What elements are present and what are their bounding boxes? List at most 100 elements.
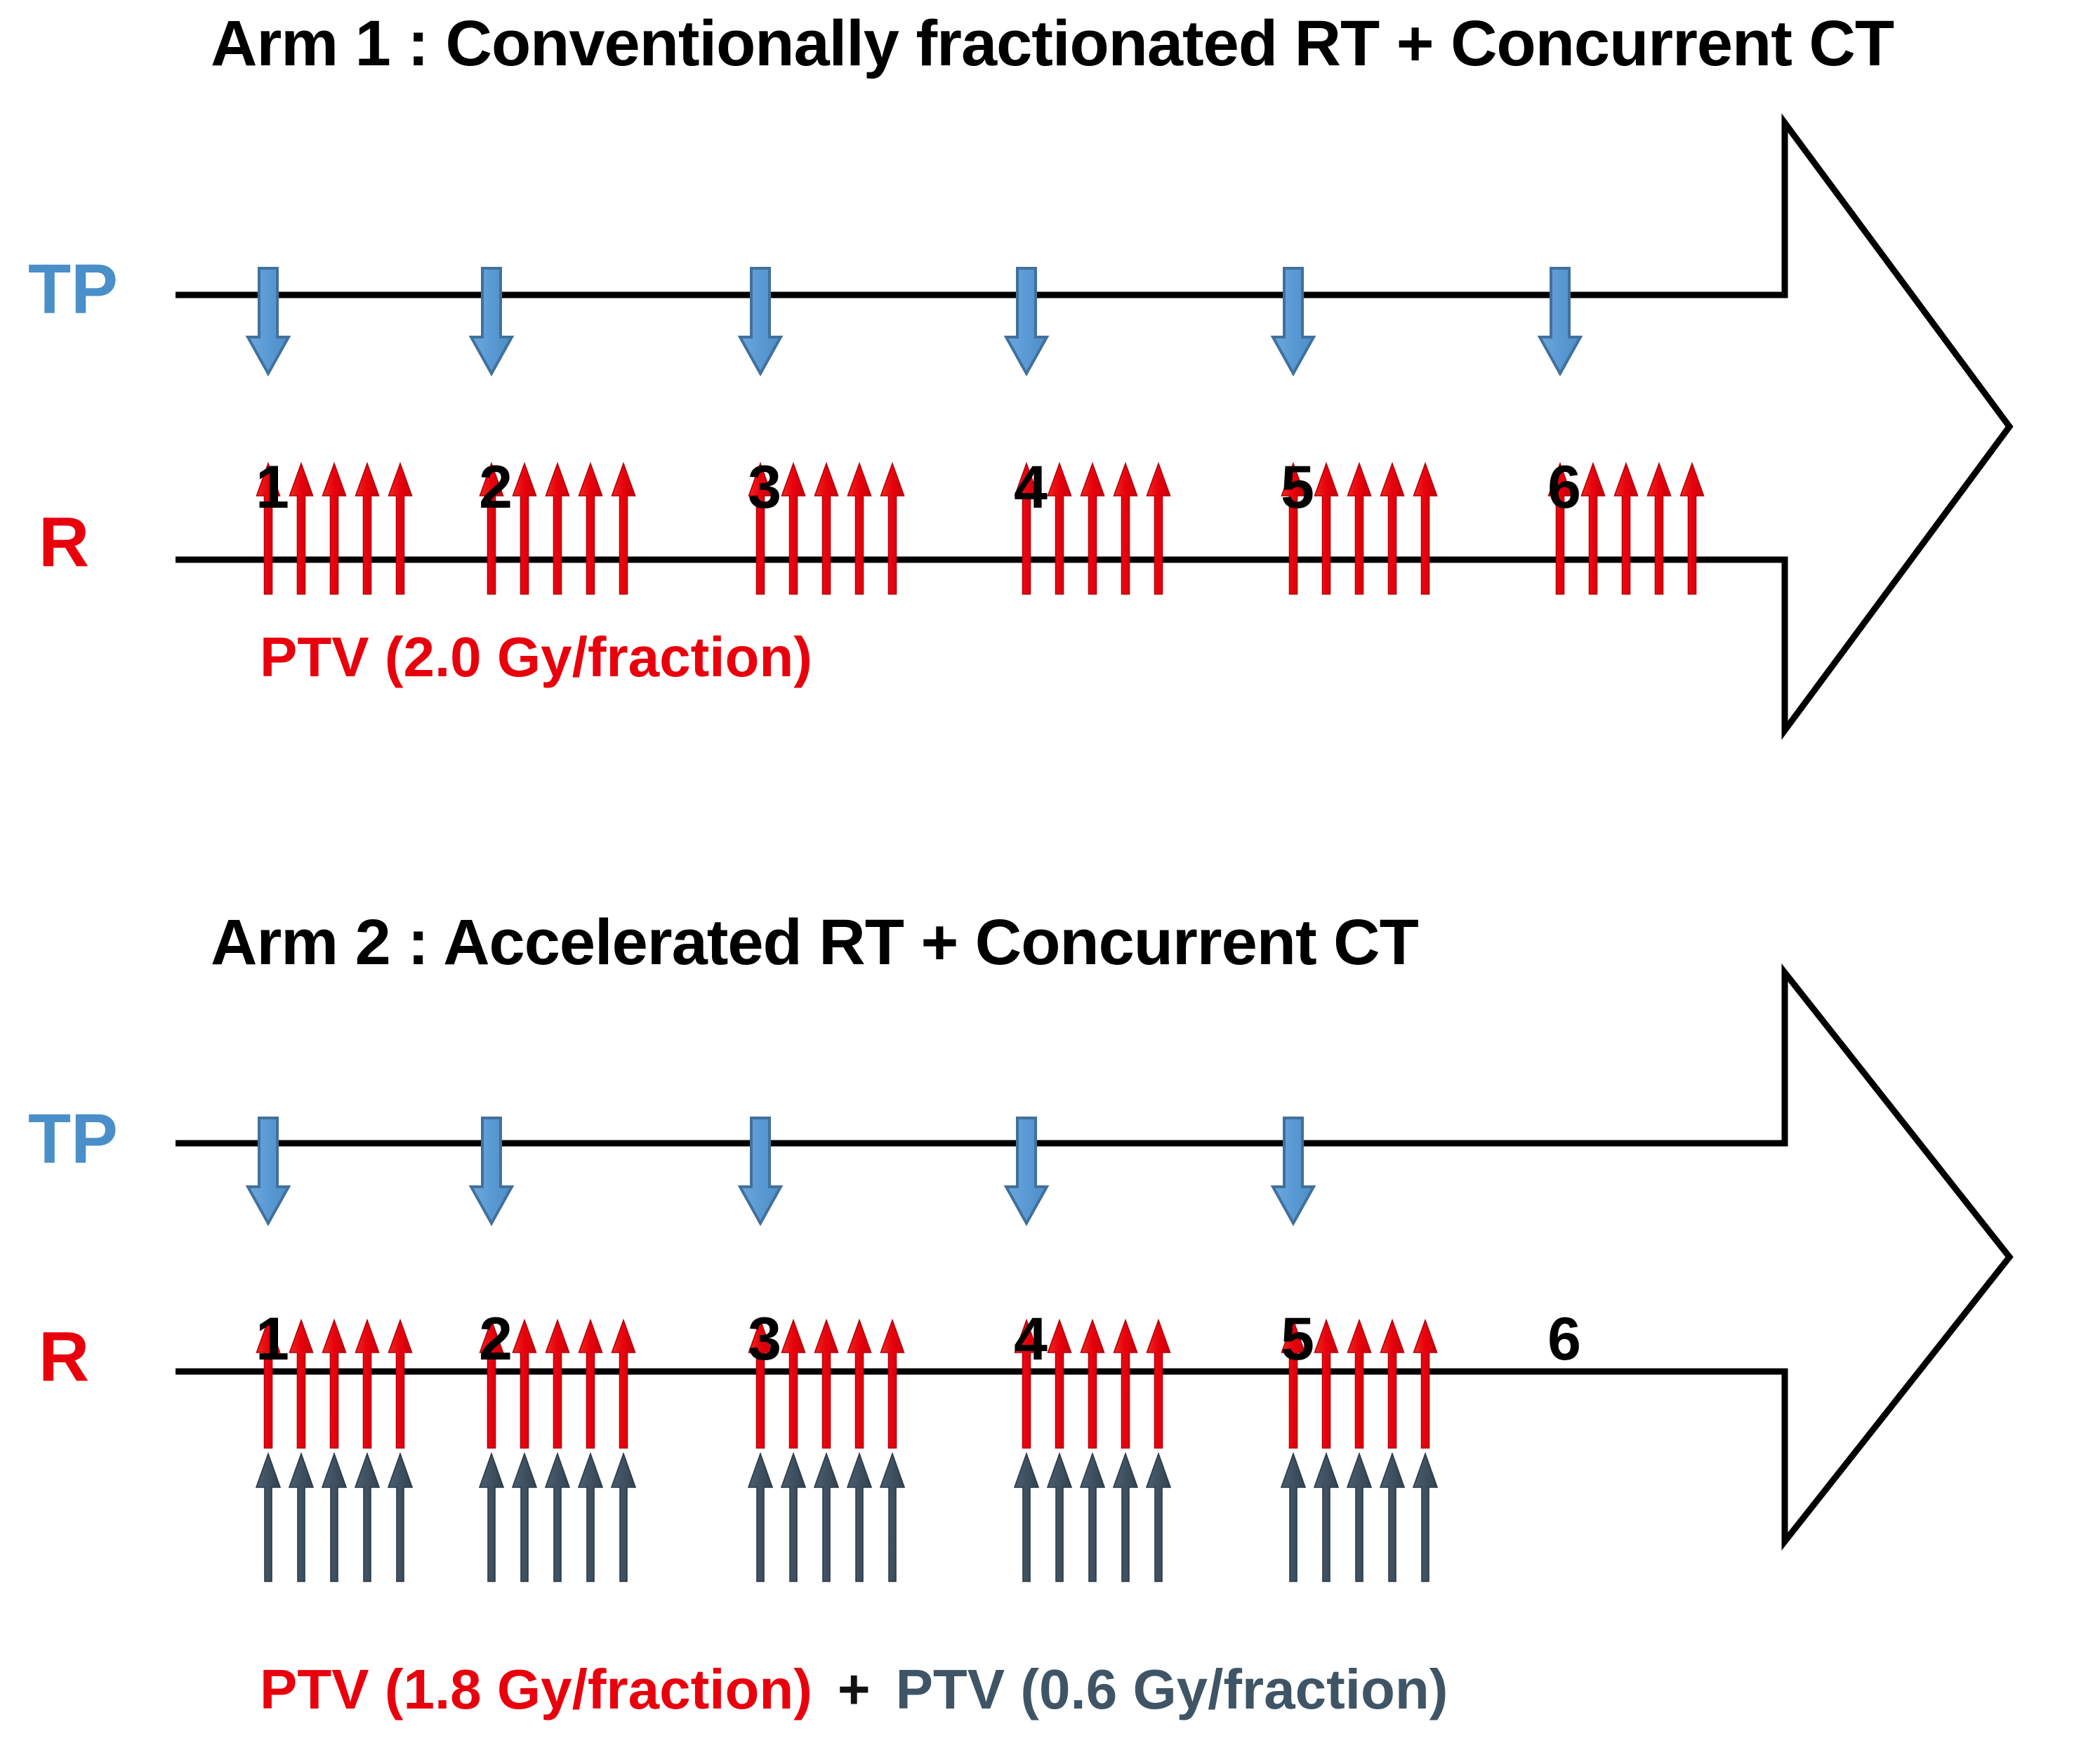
arm1-rt-arrow-w4-f4 [1113,461,1138,595]
arm2-rt-arrow-w3-f4 [847,1318,872,1449]
arm1-week-label-5: 5 [1281,454,1314,521]
arm2-boost-arrow-w1-f2 [288,1452,315,1582]
arm2-rt-arrow-w2-f4 [578,1318,603,1449]
arm2-boost-arrow-w1-f5 [387,1452,414,1582]
arm1-rt-arrow-w2-f3 [545,461,570,595]
arm2-week-label-5: 5 [1281,1305,1314,1373]
arm1-week-label-1: 1 [256,454,289,521]
arm2-ptv-plus-sign: + [837,1658,871,1720]
arm2-r-label: R [39,1317,90,1396]
arm2-boost-arrow-w4-f3 [1079,1452,1106,1582]
arm2-boost-arrow-w5-f3 [1346,1452,1373,1582]
arm2-boost-arrow-w2-f1 [478,1452,505,1582]
arm1-rt-arrow-w5-f4 [1380,461,1405,595]
arm2-rt-arrow-w1-f3 [322,1318,347,1449]
arm2-boost-arrow-w3-f2 [780,1452,807,1582]
arm2-tp-arrow-week-5 [1270,1117,1316,1227]
arm2-ptv-boost-caption: PTV (0.6 Gy/fraction) [895,1658,1448,1720]
arm2-tp-arrow-week-2 [468,1117,515,1227]
arm2-rt-arrow-w2-f2 [512,1318,537,1449]
arm2-tp-arrow-week-1 [245,1117,291,1227]
arm2-boost-arrow-w2-f2 [511,1452,538,1582]
arm1-rt-arrow-w6-f4 [1646,461,1672,595]
arm2-rt-arrow-w4-f2 [1047,1318,1072,1449]
arm2-boost-arrow-w3-f4 [846,1452,873,1582]
arm2-rt-arrow-w1-f2 [289,1318,314,1449]
arm2-tp-arrow-week-3 [737,1117,784,1227]
arm2-boost-arrow-w3-f3 [813,1452,840,1582]
arm1-rt-arrow-w4-f5 [1146,461,1171,595]
arm2-rt-arrow-w3-f5 [880,1318,905,1449]
arm2-rt-arrow-w4-f4 [1113,1318,1138,1449]
arm2-boost-arrow-w5-f1 [1280,1452,1307,1582]
arm2-boost-arrow-w1-f1 [255,1452,282,1582]
arm2-boost-arrow-w3-f1 [747,1452,774,1582]
arm1-rt-arrow-w2-f4 [578,461,603,595]
arm1-rt-arrow-w2-f5 [611,461,636,595]
arm1-rt-arrow-w5-f3 [1347,461,1372,595]
arm2-group [176,963,2014,1582]
arm1-rt-arrow-w3-f2 [781,461,806,595]
arm2-week-label-3: 3 [748,1305,781,1373]
arm2-title: Arm 2 : Accelerated RT + Concurrent CT [211,907,1419,978]
arm1-title: Arm 1 : Conventionally fractionated RT +… [211,8,1894,79]
arm1-rt-arrow-w6-f2 [1580,461,1606,595]
arm1-tp-arrow-week-3 [737,267,784,377]
arm2-boost-arrow-w2-f4 [577,1452,604,1582]
arm2-rt-arrow-w1-f5 [388,1318,413,1449]
arm1-ptv-caption: PTV (2.0 Gy/fraction) [260,626,812,688]
arm2-boost-arrow-w4-f1 [1013,1452,1040,1582]
arm2-timeline-arrow [176,963,2014,1551]
arm1-rt-arrow-w3-f3 [814,461,839,595]
arm2-rt-arrow-w5-f2 [1314,1318,1339,1449]
arm2-rt-arrow-w2-f5 [611,1318,636,1449]
arm2-boost-arrow-w2-f5 [610,1452,637,1582]
arm1-rt-arrow-w1-f2 [289,461,314,595]
arm2-week-label-2: 2 [479,1305,513,1373]
arm1-rt-arrow-w6-f5 [1679,461,1705,595]
arm2-boost-arrow-w4-f4 [1112,1452,1139,1582]
arm2-week-label-1: 1 [256,1305,289,1373]
arm1-tp-arrow-week-2 [468,267,515,377]
arm1-rt-arrow-w6-f3 [1613,461,1639,595]
arm2-rt-arrow-w5-f3 [1347,1318,1372,1449]
arm1-tp-arrow-week-4 [1003,267,1050,377]
arm2-boost-arrow-w1-f4 [354,1452,381,1582]
arm1-week-label-4: 4 [1014,454,1048,521]
arm2-rt-arrow-w2-f3 [545,1318,570,1449]
arm1-rt-arrow-w1-f4 [355,461,380,595]
arm2-rt-arrow-w5-f5 [1413,1318,1438,1449]
arm2-week-label-4: 4 [1014,1305,1048,1373]
arm2-boost-arrow-w1-f3 [321,1452,348,1582]
arm2-tp-arrow-week-4 [1003,1117,1050,1227]
arm1-tp-arrow-week-5 [1270,267,1316,377]
arm2-ptv-primary-caption: PTV (1.8 Gy/fraction) [260,1658,812,1720]
arm1-week-label-6: 6 [1547,454,1581,521]
arm2-boost-arrow-w5-f5 [1412,1452,1439,1582]
arm2-rt-arrow-w4-f5 [1146,1318,1171,1449]
arm2-tp-label: TP [28,1100,118,1178]
arm2-boost-arrow-w4-f2 [1046,1452,1073,1582]
arm1-rt-arrow-w5-f2 [1314,461,1339,595]
arm1-tp-label: TP [28,250,118,329]
arm2-rt-arrow-w3-f3 [814,1318,839,1449]
arm1-rt-arrow-w4-f3 [1080,461,1105,595]
arm2-boost-arrow-w4-f5 [1145,1452,1172,1582]
arm2-rt-arrow-w3-f2 [781,1318,806,1449]
arm1-rt-arrow-w1-f5 [388,461,413,595]
arm2-ptv-caption-row: PTV (1.8 Gy/fraction) + PTV (0.6 Gy/frac… [260,1657,1448,1722]
arm2-boost-arrow-w3-f5 [879,1452,906,1582]
arm1-tp-arrow-week-6 [1537,267,1583,377]
arm2-boost-arrow-w2-f3 [544,1452,571,1582]
arm1-rt-arrow-w3-f5 [880,461,905,595]
arm1-rt-arrow-w3-f4 [847,461,872,595]
arm2-rt-arrow-w5-f4 [1380,1318,1405,1449]
arm1-tp-arrow-week-1 [245,267,291,377]
arm2-week-label-6: 6 [1547,1305,1581,1373]
arm1-r-label: R [39,503,90,581]
arm2-rt-arrow-w4-f3 [1080,1318,1105,1449]
arm1-week-label-2: 2 [479,454,513,521]
arm1-week-label-3: 3 [748,454,781,521]
